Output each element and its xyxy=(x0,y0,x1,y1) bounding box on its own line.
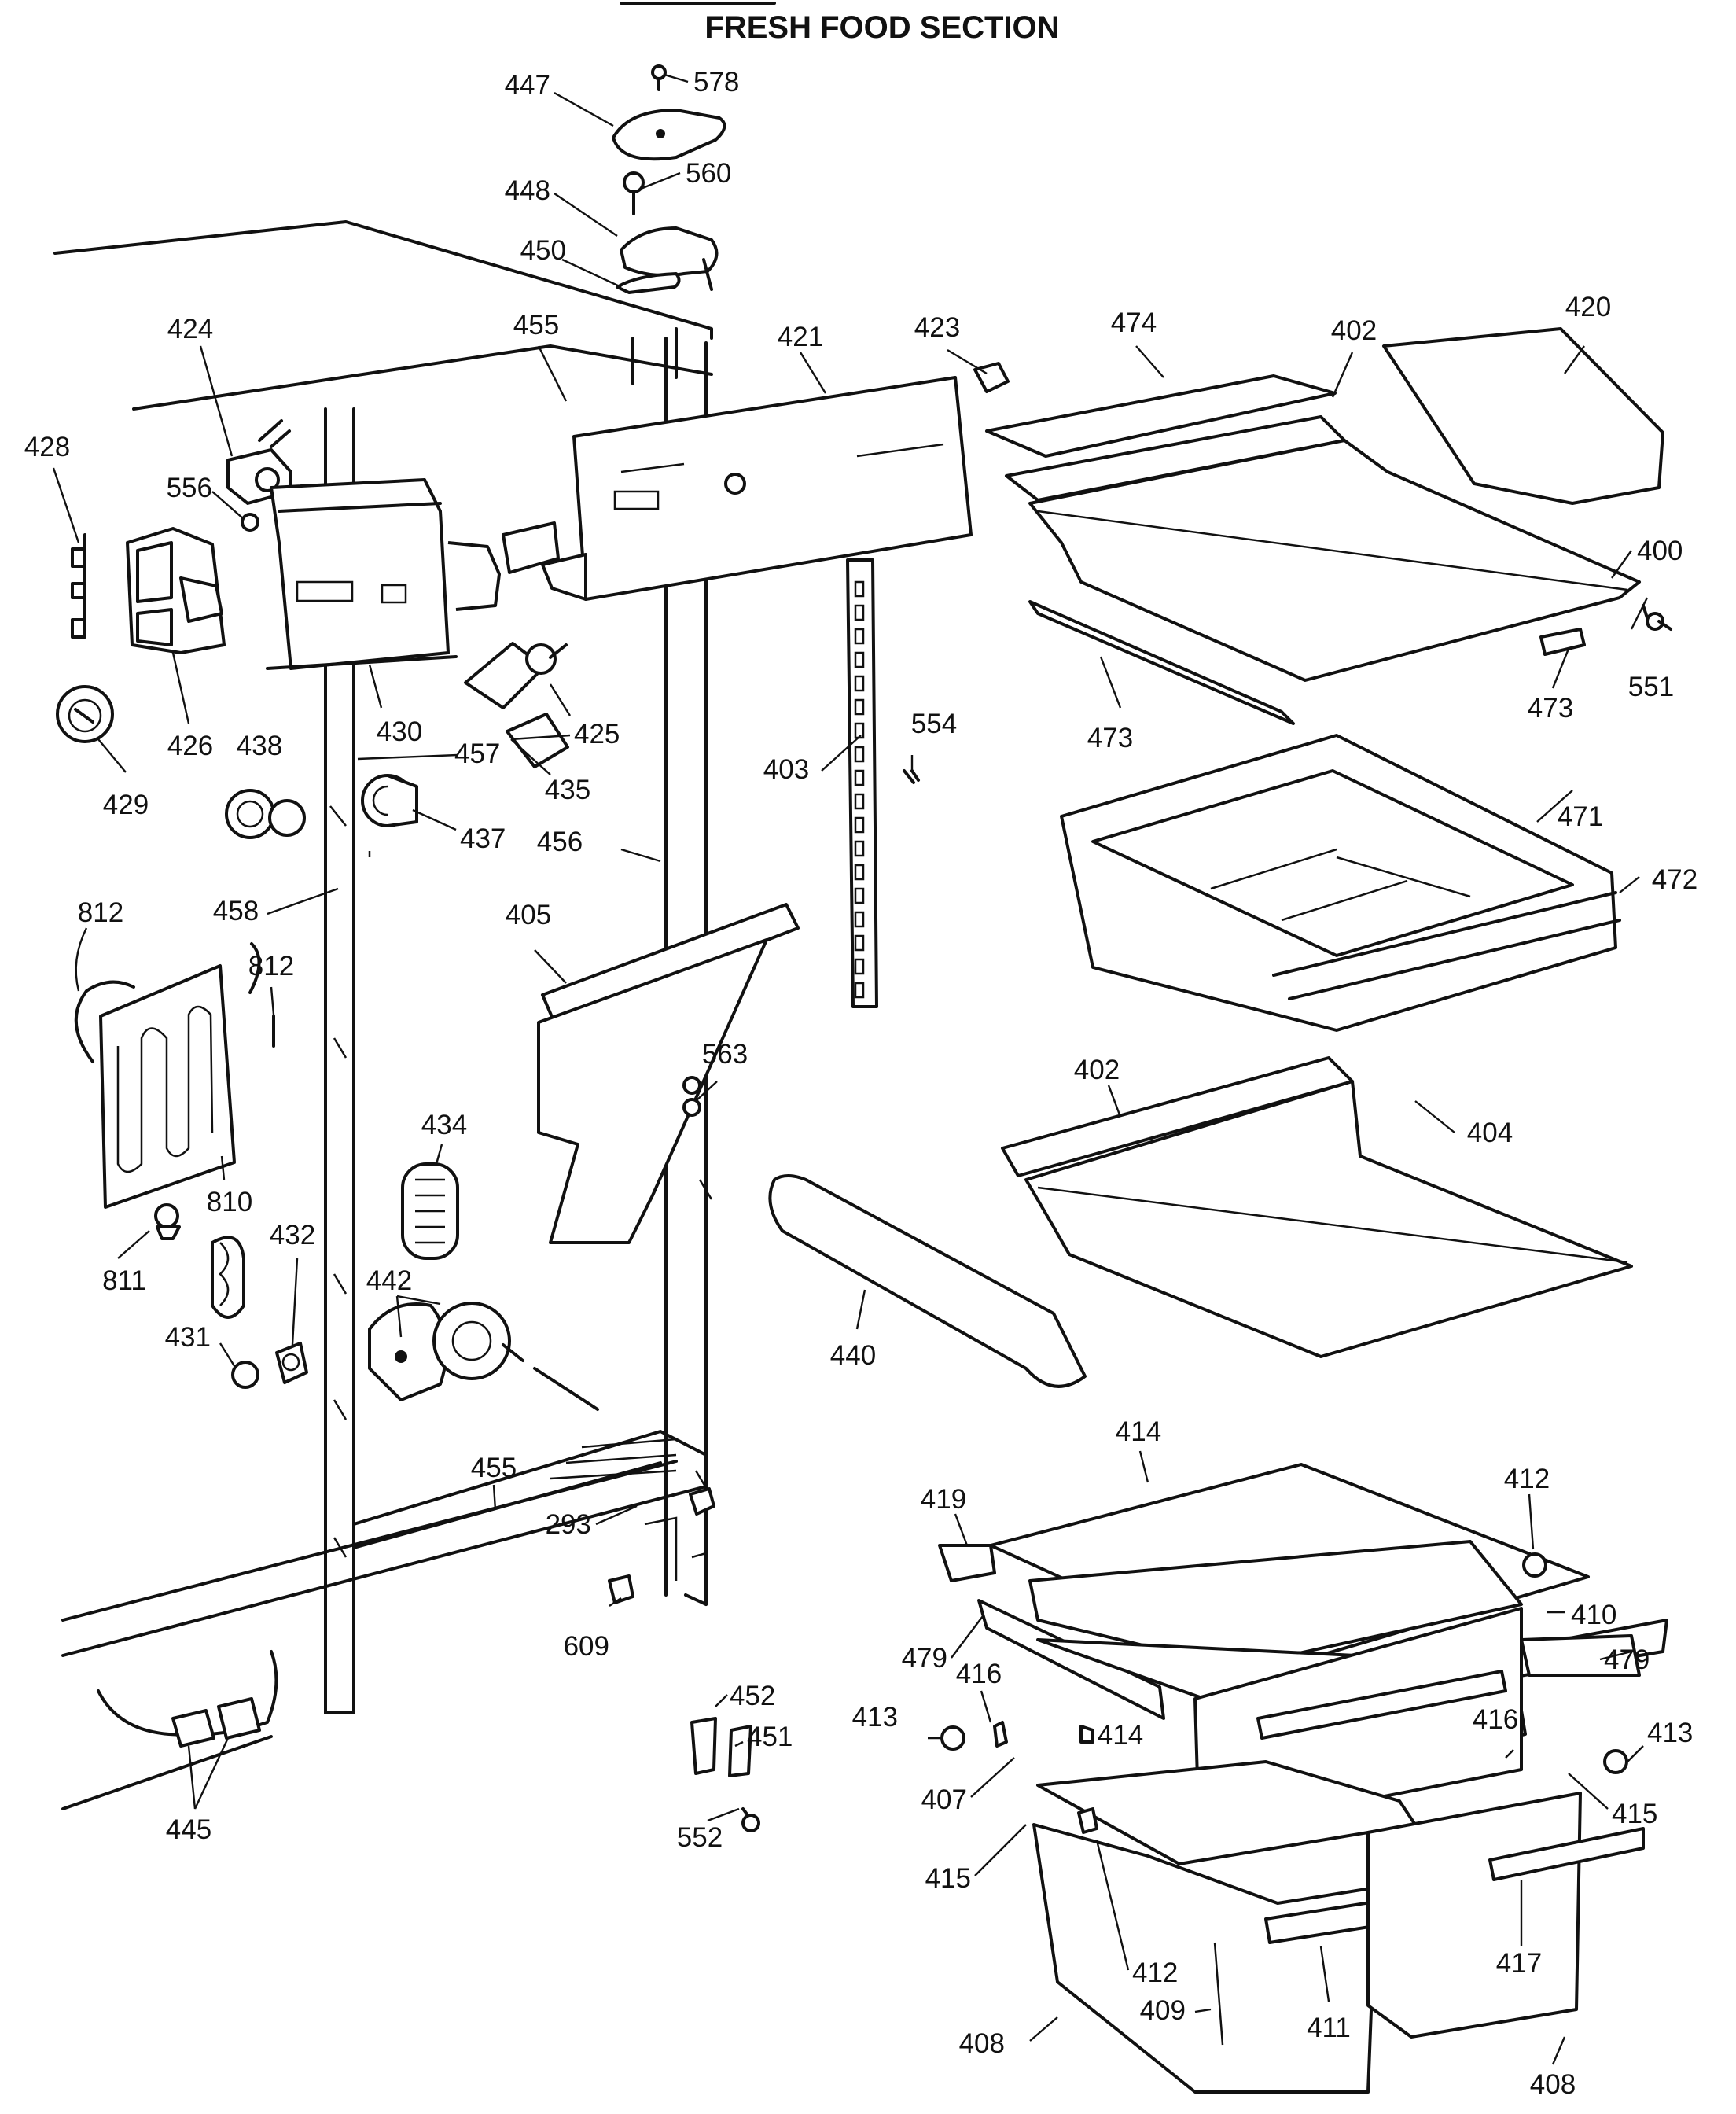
callout-416b: 416 xyxy=(1473,1704,1518,1735)
callout-452: 452 xyxy=(730,1681,775,1711)
callout-432: 432 xyxy=(270,1220,315,1250)
callout-413b: 413 xyxy=(1647,1718,1693,1748)
callout-415: 415 xyxy=(925,1863,971,1894)
callout-408b: 408 xyxy=(1530,2069,1576,2100)
small-hardware xyxy=(97,620,1672,1832)
callout-425: 425 xyxy=(574,719,620,749)
leader-lines xyxy=(52,73,1649,2065)
callout-412: 412 xyxy=(1504,1464,1550,1494)
callout-400: 400 xyxy=(1637,536,1683,566)
callout-421: 421 xyxy=(778,322,823,352)
callout-457: 457 xyxy=(454,738,500,769)
callout-402: 402 xyxy=(1331,315,1377,346)
callout-442: 442 xyxy=(366,1265,412,1296)
callout-430: 430 xyxy=(377,716,422,747)
upper-shelf-assembly xyxy=(985,374,1664,725)
callout-431: 431 xyxy=(165,1322,211,1353)
callout-471: 471 xyxy=(1558,801,1603,832)
control-panel xyxy=(541,376,973,601)
part-423 xyxy=(973,362,1010,393)
callout-414: 414 xyxy=(1116,1416,1161,1447)
callout-424: 424 xyxy=(167,314,213,344)
page-title: FRESH FOOD SECTION xyxy=(704,10,1059,45)
callout-448: 448 xyxy=(505,175,550,206)
callout-438: 438 xyxy=(237,731,282,761)
top-hinge-parts xyxy=(612,64,726,294)
callout-552: 552 xyxy=(677,1822,723,1853)
callout-458: 458 xyxy=(213,896,259,926)
callout-404: 404 xyxy=(1467,1118,1513,1148)
callout-293: 293 xyxy=(546,1509,591,1540)
callout-456: 456 xyxy=(537,827,583,857)
callout-417: 417 xyxy=(1496,1948,1542,1979)
callout-420: 420 xyxy=(1565,292,1611,322)
callout-412b: 412 xyxy=(1132,1957,1178,1988)
callout-560: 560 xyxy=(686,158,731,189)
callout-437: 437 xyxy=(460,823,506,854)
callout-450: 450 xyxy=(520,235,566,266)
callout-447: 447 xyxy=(505,70,550,101)
callout-426: 426 xyxy=(167,731,213,761)
callout-812: 812 xyxy=(78,897,123,928)
callout-445: 445 xyxy=(166,1814,211,1845)
callout-407: 407 xyxy=(921,1784,967,1815)
callout-416: 416 xyxy=(956,1659,1002,1689)
callout-563: 563 xyxy=(702,1039,748,1070)
knob-parts xyxy=(225,774,418,839)
callout-474: 474 xyxy=(1111,308,1157,338)
meat-pan xyxy=(1060,734,1621,1032)
callout-455b: 455 xyxy=(471,1453,517,1483)
callout-408: 408 xyxy=(959,2028,1005,2059)
callout-410: 410 xyxy=(1571,1600,1616,1630)
callout-405: 405 xyxy=(506,900,551,930)
lower-shelf-assembly xyxy=(1001,1056,1633,1358)
callout-403: 403 xyxy=(763,754,809,785)
callout-414b: 414 xyxy=(1098,1720,1143,1751)
callout-411: 411 xyxy=(1307,2013,1351,2043)
callout-402b: 402 xyxy=(1074,1055,1120,1085)
callout-455: 455 xyxy=(513,310,559,341)
callout-labels: 447 578 448 560 450 424 455 421 423 474 … xyxy=(24,67,1697,2100)
callout-811: 811 xyxy=(102,1265,146,1296)
callout-810: 810 xyxy=(207,1187,252,1217)
callout-473: 473 xyxy=(1528,693,1573,724)
damper-control-parts xyxy=(368,1162,524,1401)
callout-554: 554 xyxy=(911,709,957,739)
callout-415b: 415 xyxy=(1612,1799,1657,1829)
temperature-control-parts xyxy=(56,419,569,768)
callout-479b: 479 xyxy=(1604,1644,1650,1675)
callout-423: 423 xyxy=(914,312,960,343)
callout-556: 556 xyxy=(167,473,212,503)
callout-609: 609 xyxy=(564,1631,609,1662)
callout-419: 419 xyxy=(921,1484,966,1515)
callout-472: 472 xyxy=(1652,864,1697,895)
callout-812b: 812 xyxy=(248,951,294,982)
callout-409: 409 xyxy=(1140,1995,1186,2026)
callout-551: 551 xyxy=(1628,672,1674,702)
callout-440: 440 xyxy=(830,1340,876,1371)
trim-440 xyxy=(768,1174,1087,1388)
lower-drawer-assembly xyxy=(938,1463,1668,2094)
callout-413: 413 xyxy=(852,1702,898,1733)
callout-429: 429 xyxy=(103,790,149,820)
callout-435: 435 xyxy=(545,775,590,805)
callout-473b: 473 xyxy=(1087,723,1133,753)
shelf-bracket xyxy=(537,903,800,1244)
callout-428: 428 xyxy=(24,432,70,462)
shelf-ladder xyxy=(846,558,915,1008)
callout-578: 578 xyxy=(693,67,739,98)
callout-434: 434 xyxy=(421,1110,467,1140)
callout-479: 479 xyxy=(902,1643,947,1674)
heater-panel xyxy=(74,942,308,1389)
bin-420 xyxy=(1382,327,1664,505)
callout-451: 451 xyxy=(747,1722,793,1752)
